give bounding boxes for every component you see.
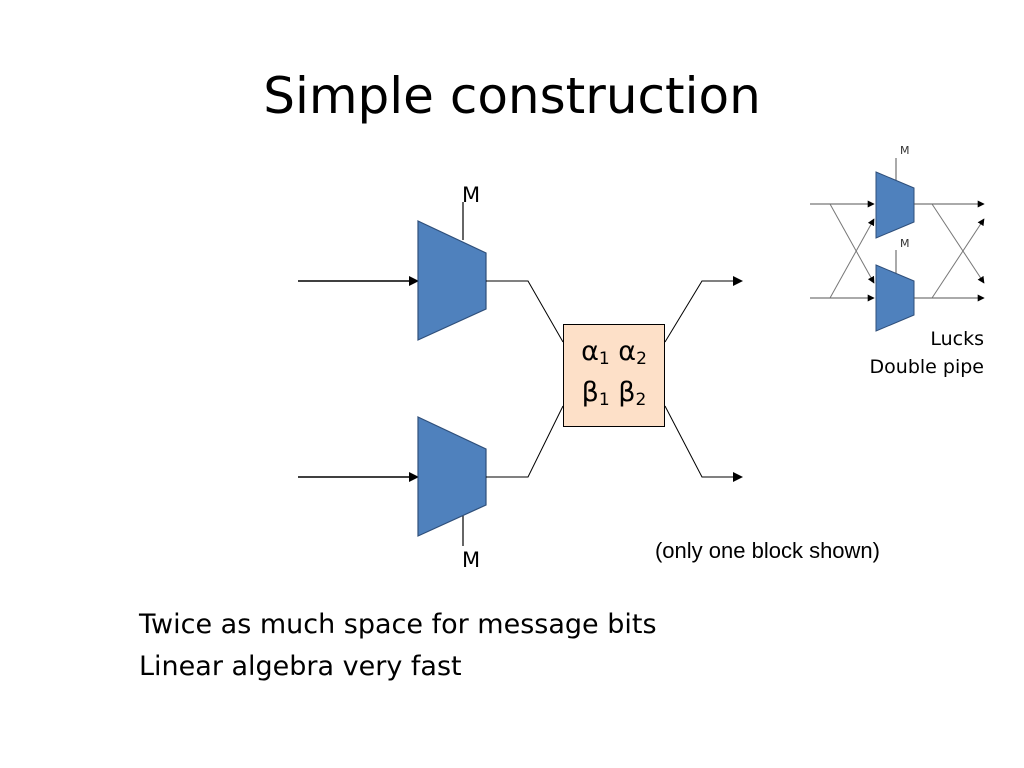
bullet-item: Linear algebra very fast: [139, 651, 462, 682]
mix-row-alpha: α1 α2: [581, 335, 647, 376]
slide-bullets: Twice as much space for message bits Lin…: [139, 604, 657, 688]
diagram-caption: (only one block shown): [654, 538, 880, 563]
thumb-label-top: M: [900, 144, 910, 157]
reference-name: Double pipe: [869, 356, 984, 378]
mixing-matrix-box: α1 α2 β1 β2: [563, 324, 665, 427]
alpha-symbol-2: α: [618, 335, 637, 367]
reference-author: Lucks: [930, 328, 984, 350]
alpha-sub-1: 1: [598, 348, 610, 369]
message-label-top: M: [462, 183, 481, 207]
message-label-bottom: M: [462, 548, 481, 572]
thumb-label-bottom: M: [900, 237, 910, 250]
compression-block-bottom: [417, 416, 487, 537]
beta-sub-2: 2: [635, 389, 647, 410]
output-top: [664, 276, 743, 343]
alpha-sub-2: 2: [636, 348, 647, 369]
bullet-item: Twice as much space for message bits: [139, 609, 657, 640]
main-diagram: [298, 202, 743, 546]
double-pipe-thumbnail: [810, 158, 985, 332]
alpha-symbol-1: α: [581, 335, 599, 367]
beta-sub-1: 1: [598, 389, 610, 410]
beta-symbol-1: β: [581, 376, 599, 408]
reference-caption: Lucks Double pipe: [870, 325, 984, 381]
beta-symbol-2: β: [618, 376, 636, 408]
slide-title: Simple construction: [263, 67, 761, 125]
mix-row-beta: β1 β2: [582, 376, 647, 417]
link-top-to-mix: [486, 280, 564, 343]
output-bottom: [664, 405, 743, 482]
compression-block-top: [417, 220, 487, 341]
link-bottom-to-mix: [486, 405, 564, 478]
